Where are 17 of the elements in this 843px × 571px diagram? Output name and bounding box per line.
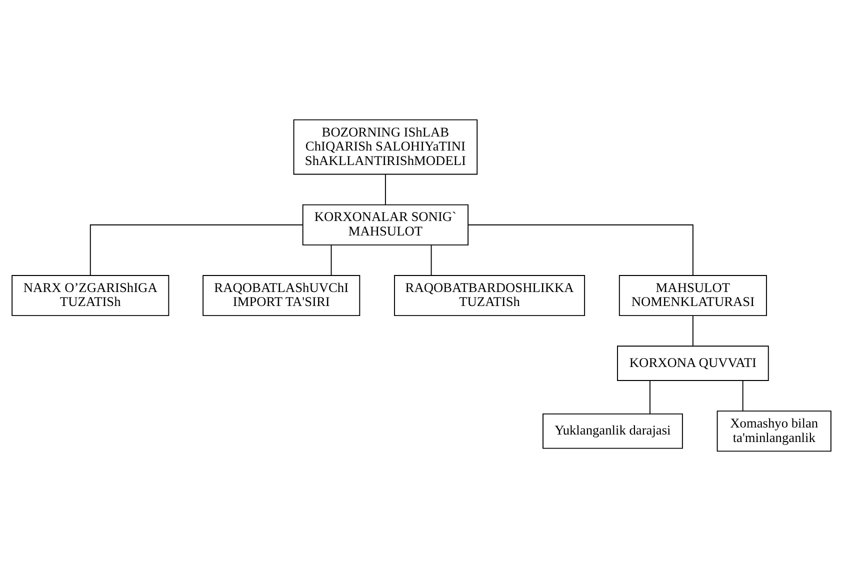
connector <box>330 244 332 276</box>
node-box: KORXONA QUVVATI <box>617 346 769 381</box>
node-box: Xomashyo bilan ta'minlanganlik <box>716 410 832 452</box>
connector <box>468 224 694 276</box>
connector <box>692 315 694 346</box>
node-box: BOZORNING IShLAB ChIQARISh SALOHIYaTINI ShAKLLANTIRIShMODELI <box>293 119 478 175</box>
node-box: RAQOBATLAShUVChI IMPORT TA'SIRI <box>202 275 360 316</box>
node-box: Yuklanganlik darajasi <box>542 413 683 449</box>
connector <box>430 244 432 276</box>
node-box: MAHSULOT NOMENKLATURASI <box>618 275 767 316</box>
node-box: KORXONALAR SONIG` MAHSULOT <box>302 204 469 246</box>
connector <box>649 380 650 414</box>
node-box: RAQOBATBARDOSHLIKKA TUZATISh <box>394 275 586 316</box>
node-box: NARX O’ZGARIShIGA TUZATISh <box>12 275 170 316</box>
connector <box>90 224 303 276</box>
connector <box>384 174 386 206</box>
connector <box>742 380 744 412</box>
